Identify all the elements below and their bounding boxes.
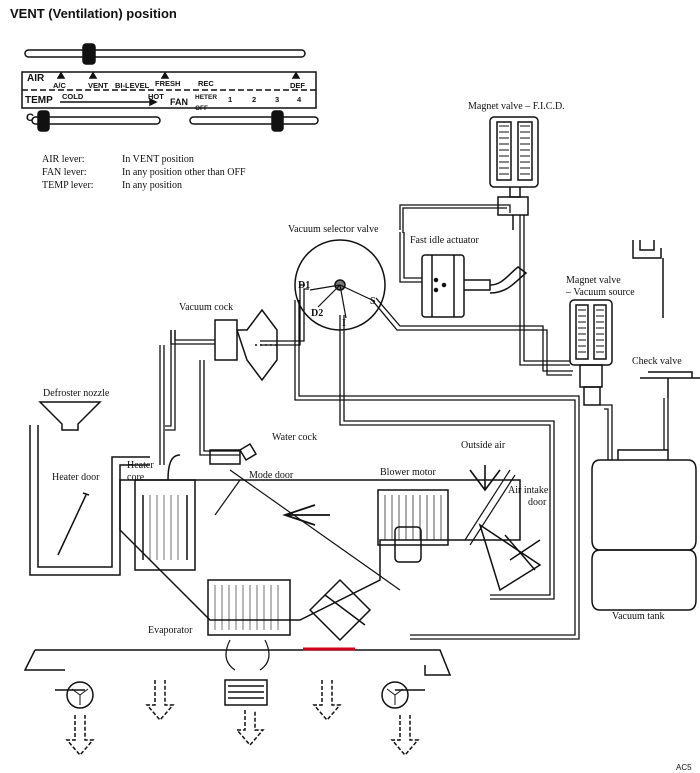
label-magnet-ficd: Magnet valve – F.I.C.D.: [468, 101, 565, 112]
duct-housing: [23, 401, 542, 757]
panel-heter-off-label: HETER OFF: [195, 94, 218, 112]
temp-lever-knob[interactable]: [37, 110, 50, 132]
panel-fan-4: 4: [297, 95, 302, 104]
label-port-d2: D2: [311, 308, 324, 319]
label-air-intake-2: door: [528, 497, 547, 508]
label-water-cock: Water cock: [272, 432, 317, 443]
label-vacuum-cock: Vacuum cock: [179, 302, 234, 313]
label-evaporator: Evaporator: [148, 625, 193, 636]
label-mode-door: Mode door: [249, 470, 294, 481]
panel-fresh-label: FRESH: [155, 79, 181, 88]
lever-legend: AIR lever: In VENT position FAN lever: In …: [42, 153, 246, 192]
label-heater-door: Heater door: [52, 472, 100, 483]
panel-fan-3: 3: [275, 95, 280, 104]
label-vacuum-selector: Vacuum selector valve: [288, 224, 379, 235]
legend-value: In any position: [122, 180, 182, 191]
panel-c-label: C: [26, 112, 34, 124]
fast-idle-actuator: [421, 254, 528, 318]
panel-def-label: DEF: [290, 81, 305, 90]
panel-bilevel-label: BI-LEVEL: [115, 81, 150, 90]
temp-lever-track: [31, 116, 161, 125]
panel-rec-label: REC: [198, 79, 214, 88]
label-check-valve: Check valve: [632, 356, 682, 367]
fan-lever-track: [189, 116, 319, 125]
panel-cold-label: COLD: [62, 92, 84, 101]
panel-ac-label: A/C: [53, 81, 66, 90]
label-outside-air: Outside air: [461, 440, 506, 451]
legend-row: TEMP lever: In any position: [42, 179, 246, 192]
legend-value: In any position other than OFF: [122, 167, 246, 178]
label-air-intake-1: Air intake: [508, 485, 549, 496]
label-heater-core-1: Heater: [127, 460, 154, 471]
panel-hot-label: HOT: [148, 92, 164, 101]
legend-row: AIR lever: In VENT position: [42, 153, 246, 166]
label-port-s: S: [370, 296, 376, 307]
label-fast-idle: Fast idle actuator: [410, 235, 479, 246]
corner-code: AC5: [676, 763, 692, 772]
legend-row: FAN lever: In any position other than OFF: [42, 166, 246, 179]
panel-temp-label: TEMP: [25, 95, 53, 106]
label-heater-core-2: core: [127, 472, 145, 483]
panel-air-label: AIR: [27, 73, 45, 84]
legend-value: In VENT position: [122, 154, 194, 165]
legend-key: FAN lever:: [42, 167, 87, 178]
panel-fan-1: 1: [228, 95, 233, 104]
label-magnet-vac-1: Magnet valve: [566, 275, 621, 286]
label-defroster-nozzle: Defroster nozzle: [43, 388, 110, 399]
magnet-valve-vacuum: [569, 299, 613, 406]
panel-vent-label: VENT: [88, 81, 109, 90]
panel-fan-2: 2: [252, 95, 257, 104]
legend-key: TEMP lever:: [42, 180, 94, 191]
control-panel: [21, 43, 319, 132]
water-cock: [167, 442, 258, 481]
air-lever-track: [24, 49, 306, 58]
legend-key: AIR lever:: [42, 154, 85, 165]
page-title: VENT (Ventilation) position: [10, 6, 177, 21]
air-lever-knob[interactable]: [82, 43, 96, 65]
label-blower-motor: Blower motor: [380, 467, 436, 478]
label-magnet-vac-2: – Vacuum source: [566, 287, 635, 298]
check-valve: [632, 240, 700, 398]
label-vacuum-tank: Vacuum tank: [612, 611, 665, 622]
magnet-valve-ficd: [489, 116, 539, 230]
label-port-d1: D1: [298, 280, 311, 291]
panel-fan-label: FAN: [170, 97, 188, 107]
vacuum-hoses: [159, 204, 669, 640]
fan-lever-knob[interactable]: [271, 110, 284, 132]
label-port-i: I: [342, 318, 346, 329]
vacuum-tank: [591, 449, 697, 611]
